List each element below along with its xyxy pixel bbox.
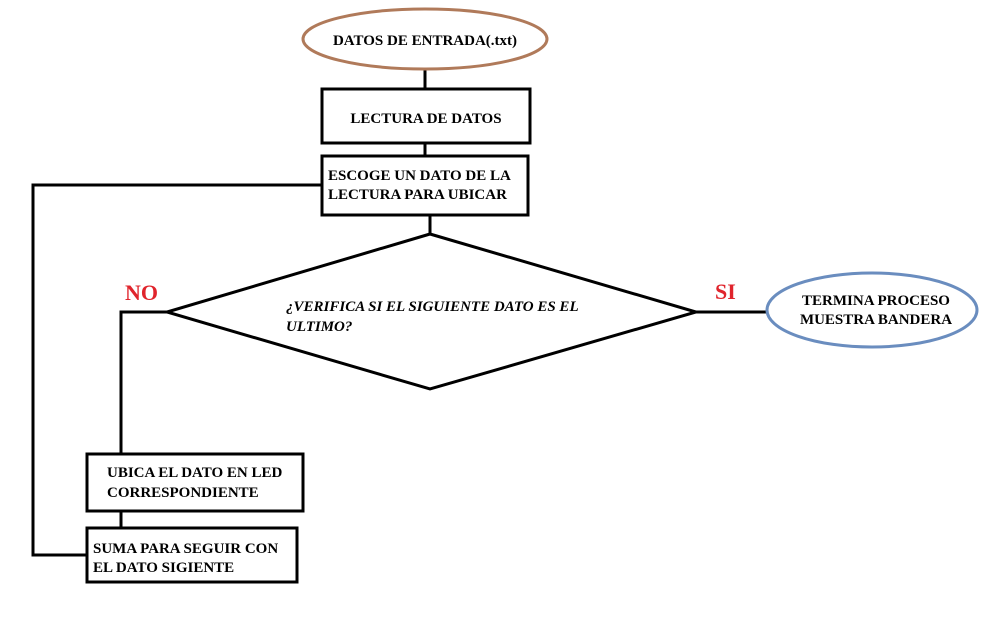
read-label: LECTURA DE DATOS [350,111,501,127]
sum-label-line1: SUMA PARA SEGUIR CON [93,541,278,557]
end-ellipse [765,271,979,349]
start-label: DATOS DE ENTRADA(.txt) [333,33,517,49]
read-box [320,87,532,145]
decision-label-line1: ¿VERIFICA SI EL SIGUIENTE DATO ES EL [286,299,579,315]
decision-label-line2: ULTIMO? [286,319,352,335]
choose-box [320,154,530,217]
sum-label-line2: EL DATO SIGIENTE [93,560,234,576]
start-ellipse [301,7,549,71]
branch-no-label: NO [125,280,158,305]
choose-label-line1: ESCOGE UN DATO DE LA [328,168,511,184]
end-label-line1: TERMINA PROCESO [802,293,950,309]
branch-yes-label: SI [715,279,736,304]
end-label-line2: MUESTRA BANDERA [800,312,952,328]
connector-sum-loop-to-choose [31,183,322,557]
locate-label-line1: UBICA EL DATO EN LED [107,465,282,481]
choose-label-line2: LECTURA PARA UBICAR [328,187,507,203]
connectors [31,68,767,557]
sum-box [85,526,299,584]
locate-label-line2: CORRESPONDIENTE [107,485,259,501]
decision-diamond [161,232,702,391]
locate-box [85,452,305,513]
connector-decision-no-to-locate [119,310,167,454]
